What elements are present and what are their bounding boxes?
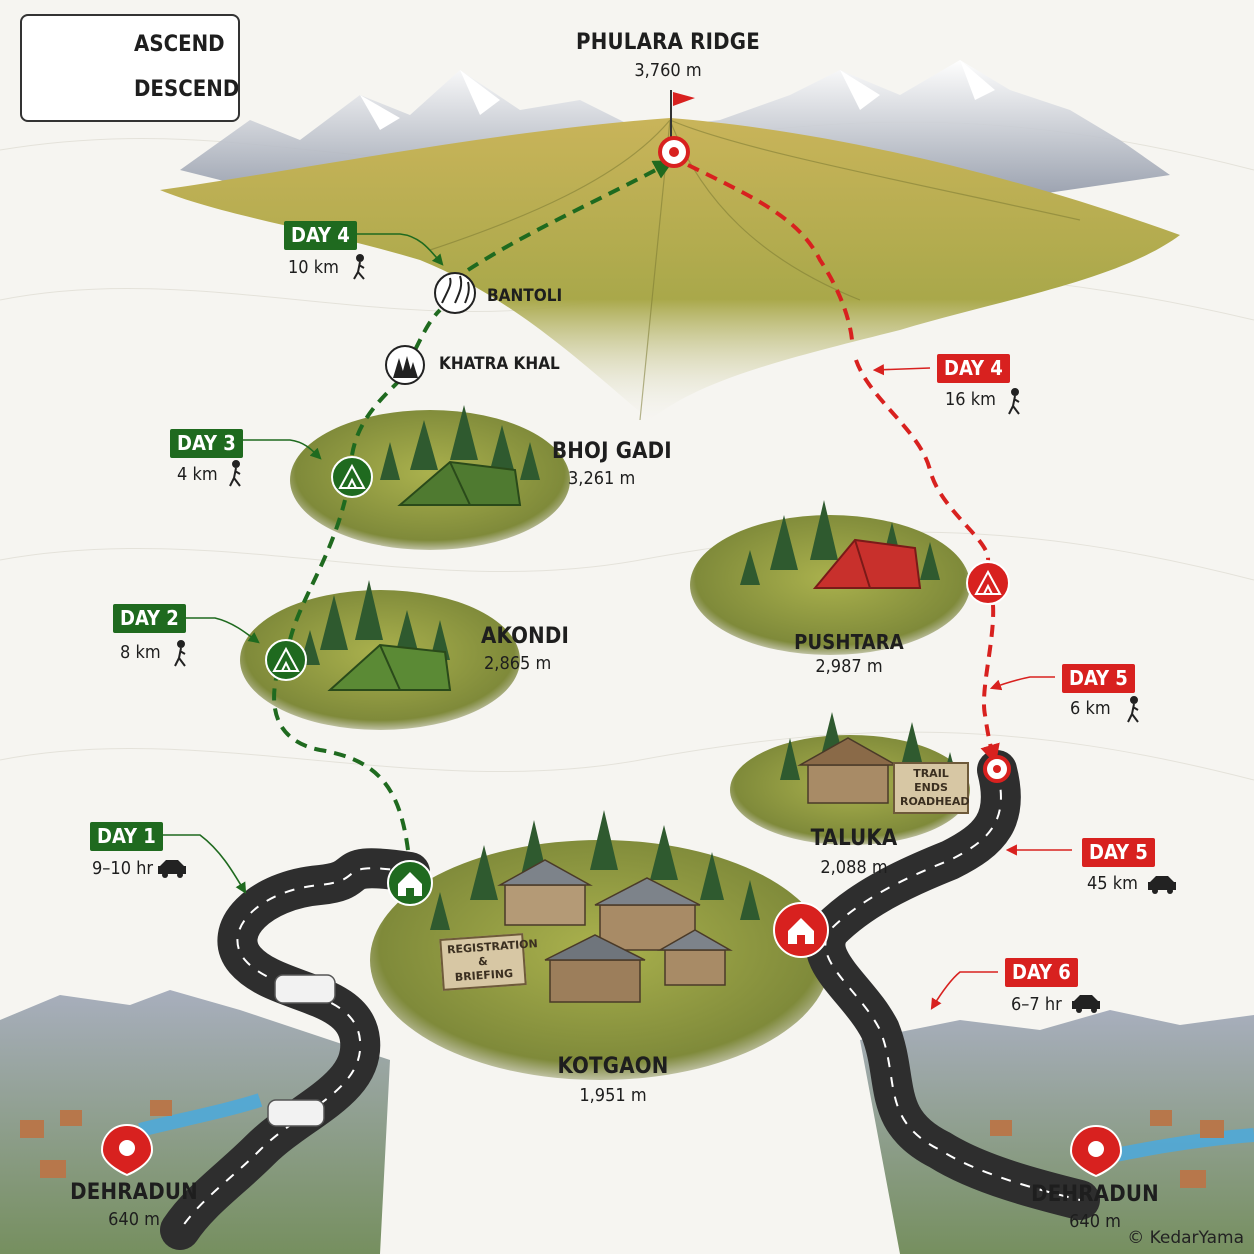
car-icon [158, 860, 1176, 1013]
tent-akondi [327, 643, 452, 691]
summit-altitude: 3,760 m [634, 60, 702, 81]
descent-day-4-badge: DAY 4 [937, 354, 1010, 383]
descent-day-5-drive-badge: DAY 5 [1082, 838, 1155, 867]
tent-pushtara [812, 538, 922, 589]
road-right [805, 750, 1100, 1220]
hiker-icon [174, 254, 1139, 723]
legend-ascend-label: ASCEND [134, 32, 225, 57]
dehradun-end-name: DEHRADUN [1031, 1182, 1159, 1207]
descent-day-6-badge: DAY 6 [1005, 958, 1078, 987]
camp-icon-bhoj-gadi [331, 456, 373, 498]
tent-bhoj-gadi [397, 460, 522, 506]
descent-day-5-trek-badge: DAY 5 [1062, 664, 1135, 693]
camp-icon-pushtara [966, 561, 1010, 605]
trail-end-sign: TRAIL ENDS ROADHEAD [893, 762, 970, 814]
ascent-day-3-distance: 4 km [177, 464, 218, 485]
kotgaon-name: KOTGAON [557, 1054, 669, 1079]
ascent-trail [272, 165, 665, 851]
taluka-house [797, 737, 899, 804]
ascent-day-3-badge: DAY 3 [170, 429, 243, 458]
akondi-altitude: 2,865 m [484, 653, 552, 674]
phulara-ridge-slope [160, 118, 1180, 420]
pin-icon-dehradun-end [1069, 1124, 1123, 1178]
taluka-altitude: 2,088 m [820, 857, 888, 878]
dehradun-start-name: DEHRADUN [70, 1180, 198, 1205]
home-icon-kotgaon [387, 860, 433, 906]
roadhead-marker [983, 755, 1011, 783]
descent-day-6-distance: 6–7 hr [1011, 994, 1062, 1015]
ascent-day-2-distance: 8 km [120, 642, 161, 663]
dehradun-end-altitude: 640 m [1069, 1211, 1121, 1232]
ascent-day-1-badge: DAY 1 [90, 822, 163, 851]
descent-day-5-trek-distance: 6 km [1070, 698, 1111, 719]
legend: ASCEND DESCEND [20, 14, 240, 122]
bhoj-gadi-altitude: 3,261 m [568, 468, 636, 489]
car-icon [267, 974, 336, 1127]
dehradun-start-altitude: 640 m [108, 1209, 160, 1230]
descent-day-4-distance: 16 km [945, 389, 996, 410]
summit-flag [670, 90, 695, 140]
taluka-name: TALUKA [810, 826, 898, 851]
camp-icon-akondi [265, 639, 307, 681]
bantoli-label: BANTOLI [487, 286, 563, 306]
descent-trail [687, 163, 993, 755]
khatra-khal-icon [385, 345, 425, 385]
summit-name: PHULARA RIDGE [576, 30, 760, 55]
ascent-day-1-distance: 9–10 hr [92, 858, 154, 879]
pushtara-altitude: 2,987 m [815, 656, 883, 677]
pin-icon-dehradun-start [100, 1123, 154, 1177]
valley-right [860, 1010, 1254, 1254]
ascent-day-4-badge: DAY 4 [284, 221, 357, 250]
descent-day-5-drive-distance: 45 km [1087, 873, 1138, 894]
bhoj-gadi-name: BHOJ GADI [552, 439, 672, 464]
akondi-name: AKONDI [481, 624, 570, 649]
kotgaon-houses [497, 859, 733, 1003]
ascent-day-4-distance: 10 km [288, 257, 339, 278]
kotgaon-altitude: 1,951 m [579, 1085, 647, 1106]
home-icon-taluka-road [773, 902, 829, 958]
pushtara-name: PUSHTARA [794, 630, 904, 654]
credit: © KedarYama [1127, 1228, 1244, 1248]
khatra-khal-label: KHATRA KHAL [439, 354, 560, 374]
legend-descend-label: DESCEND [134, 77, 240, 102]
registration-sign: REGISTRATION & BRIEFING [439, 933, 538, 991]
bantoli-icon [434, 272, 476, 314]
ascent-day-2-badge: DAY 2 [113, 604, 186, 633]
summit-marker [658, 136, 690, 168]
